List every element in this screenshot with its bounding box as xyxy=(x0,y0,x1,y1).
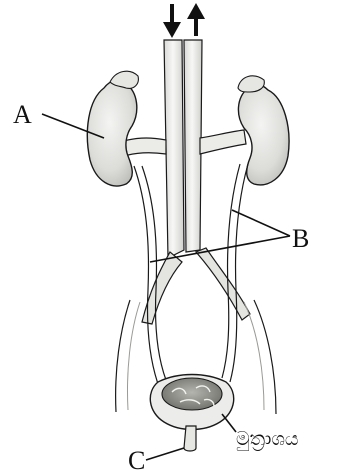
leader-line-bladder xyxy=(222,414,236,432)
label-bladder: මුත්‍රාශය xyxy=(236,430,299,449)
label-c: C xyxy=(128,448,145,474)
urethra xyxy=(184,426,196,451)
kidney-right xyxy=(238,76,289,185)
arrow-up-icon xyxy=(187,3,205,36)
arrow-down-icon xyxy=(163,4,181,38)
urinary-bladder xyxy=(150,375,233,430)
label-a: A xyxy=(13,102,32,128)
leader-line-c xyxy=(146,448,184,460)
label-b: B xyxy=(292,226,309,252)
leader-line-b-right xyxy=(232,210,290,236)
kidney-left xyxy=(87,71,138,186)
